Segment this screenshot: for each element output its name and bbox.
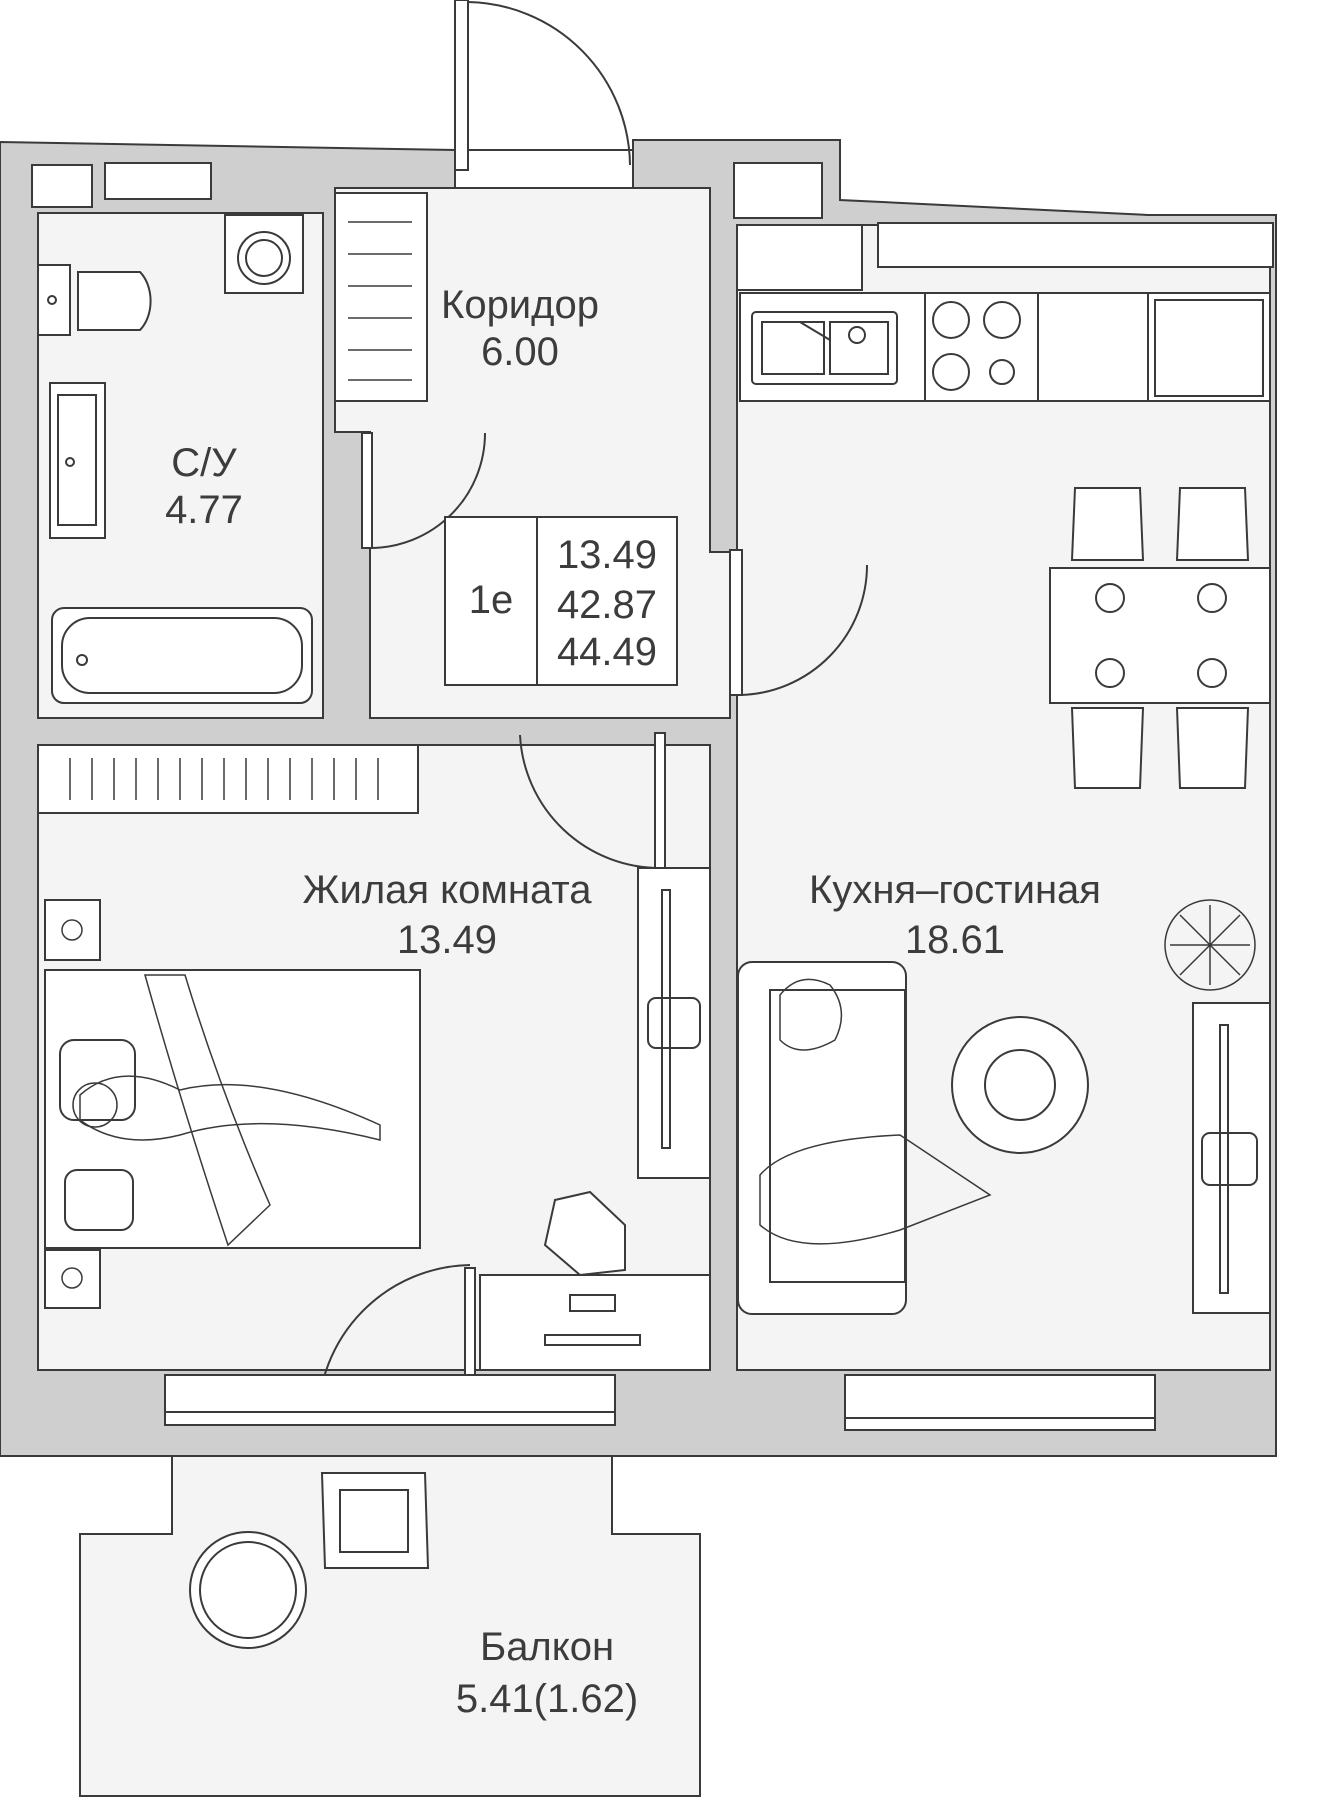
socket-icons bbox=[44, 899, 101, 1309]
plant-icon bbox=[1164, 899, 1256, 991]
total-area-with-balcony: 44.49 bbox=[557, 630, 657, 674]
apartment-type: 1е bbox=[469, 578, 514, 622]
kitchen-tv-icon bbox=[1192, 1002, 1271, 1314]
bathroom-door-leaf bbox=[361, 432, 373, 549]
sofa-icon bbox=[737, 961, 992, 1315]
coffee-table-icon bbox=[951, 1016, 1089, 1154]
window-top-kitchen bbox=[733, 162, 823, 219]
bedroom-tv-icon bbox=[637, 867, 711, 1179]
balcony-area: 5.41(1.62) bbox=[456, 1677, 638, 1721]
balcony-armchair-icon bbox=[320, 1472, 430, 1569]
bathtub-icon bbox=[51, 607, 313, 704]
window-kitchen-right bbox=[877, 222, 1274, 268]
dining-table-icon bbox=[1049, 567, 1271, 704]
entrance-door-leaf bbox=[454, 0, 469, 171]
bedroom-wardrobe-icon bbox=[37, 744, 419, 814]
kitchen-door-swing bbox=[739, 564, 868, 696]
kitchen-name: Кухня–гостиная bbox=[809, 868, 1101, 912]
kitchen-window-bottom bbox=[844, 1374, 1156, 1431]
living-area: 13.49 bbox=[557, 533, 657, 577]
corridor-area: 6.00 bbox=[481, 330, 559, 374]
sink-icon bbox=[49, 382, 106, 539]
kitchen-door-leaf bbox=[729, 549, 743, 696]
corridor-wardrobe-icon bbox=[334, 192, 428, 402]
dining-chairs-icon bbox=[1070, 487, 1250, 789]
corridor-name: Коридор bbox=[441, 283, 599, 327]
kitchen-counter-icon bbox=[739, 292, 1271, 402]
window-top-left-2 bbox=[104, 162, 212, 200]
entrance-door-swing bbox=[467, 1, 631, 166]
balcony-door-opening bbox=[164, 1374, 616, 1426]
stove-icon bbox=[932, 301, 1021, 391]
bedroom-door-swing bbox=[519, 734, 661, 870]
balcony-name: Балкон bbox=[480, 1625, 614, 1669]
total-area: 42.87 bbox=[557, 583, 657, 627]
toilet-icon bbox=[37, 264, 152, 336]
bathroom-name: С/У bbox=[171, 441, 237, 485]
bedroom-door-leaf bbox=[654, 732, 666, 869]
desk-icon bbox=[479, 1190, 711, 1371]
balcony-round-table-icon bbox=[189, 1531, 307, 1649]
summary-box bbox=[444, 516, 678, 686]
bedroom-name: Жилая комната bbox=[303, 868, 593, 912]
washing-machine-icon bbox=[224, 214, 304, 294]
bathroom-door-swing bbox=[369, 432, 486, 549]
kitchen-area: 18.61 bbox=[905, 918, 1005, 962]
window-top-left-1 bbox=[31, 164, 93, 208]
bed-icon bbox=[44, 969, 421, 1249]
entrance-door-frame bbox=[454, 149, 634, 189]
kitchen-upper-niche bbox=[736, 224, 863, 291]
bathroom-area: 4.77 bbox=[165, 488, 243, 532]
bedroom-area: 13.49 bbox=[397, 918, 497, 962]
